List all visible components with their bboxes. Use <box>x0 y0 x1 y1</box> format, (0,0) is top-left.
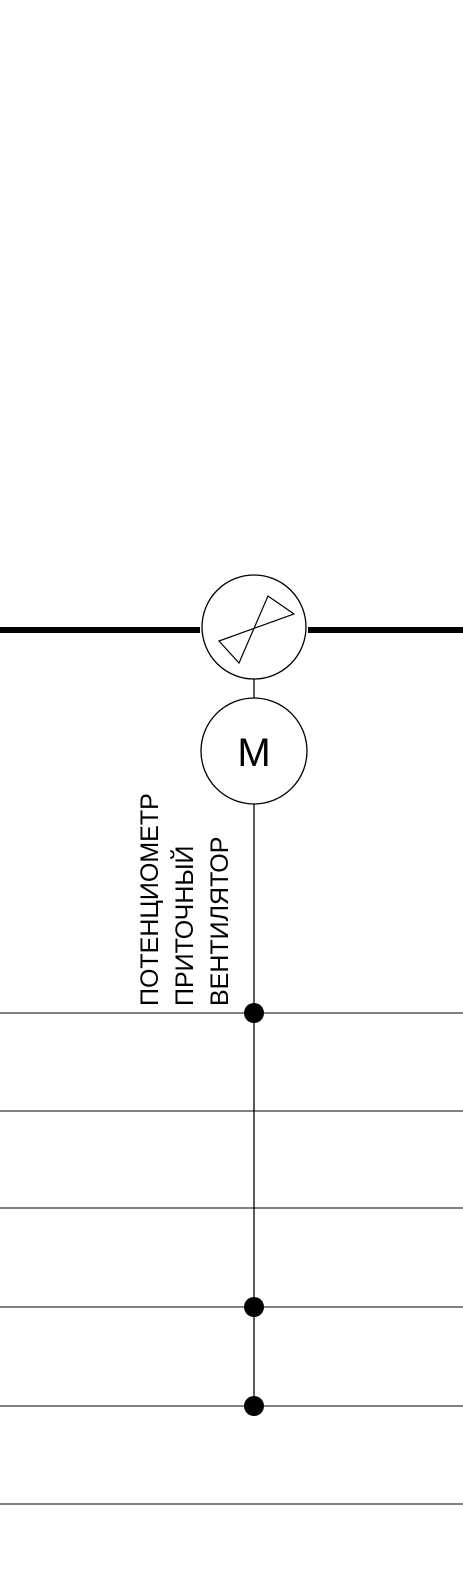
damper-valve-icon <box>201 574 307 680</box>
potentiometer-label: ПОТЕНЦИОМЕТР ПРИТОЧНЫЙ ВЕНТИЛЯТОР <box>136 793 234 1006</box>
label-line-1: ПОТЕНЦИОМЕТР <box>136 793 164 1006</box>
motor-actuator-icon: M <box>200 697 308 805</box>
label-line-2: ПРИТОЧНЫЙ <box>169 846 199 1006</box>
junction-dot-2 <box>244 1297 264 1317</box>
label-line-3: ВЕНТИЛЯТОР <box>206 837 234 1006</box>
junction-dot-3 <box>244 1396 264 1416</box>
motor-symbol: M <box>237 731 270 775</box>
junction-dot-1 <box>244 1003 264 1023</box>
